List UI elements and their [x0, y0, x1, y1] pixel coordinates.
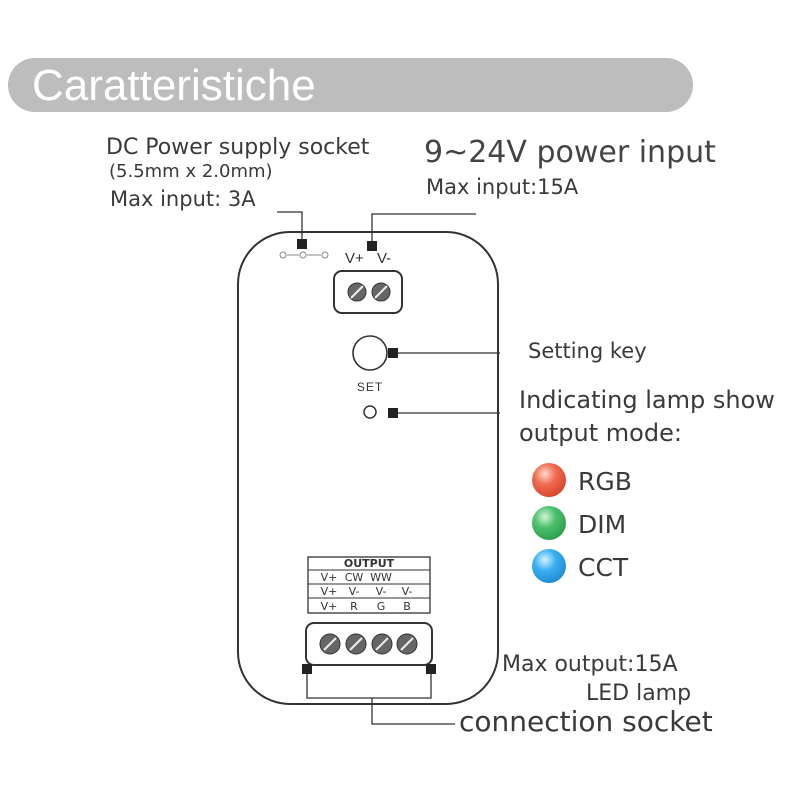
rgb-led-icon	[532, 463, 566, 497]
dim-led-icon	[532, 506, 566, 540]
dc-socket-size: (5.5mm x 2.0mm)	[109, 161, 273, 182]
output-table: OUTPUT V+ CW WW V+ V- V- V- V+ R G B	[307, 556, 431, 614]
output-cell: B	[403, 600, 411, 613]
output-cell: V+	[321, 585, 338, 598]
output-cell: G	[377, 600, 386, 613]
setting-key-label: Setting key	[528, 339, 647, 363]
output-leader	[371, 698, 455, 725]
output-cell: CW	[345, 571, 364, 584]
dc-socket-icon	[279, 251, 329, 259]
page-title: Caratteristiche	[32, 61, 316, 110]
indicator-lamp	[363, 405, 377, 419]
dc-socket-title: DC Power supply socket	[106, 135, 370, 160]
power-input-leader	[371, 213, 476, 242]
controller-body	[237, 231, 499, 705]
output-cell: V-	[349, 585, 360, 598]
output-cell: V-	[376, 585, 387, 598]
set-button-label: SET	[357, 380, 383, 394]
power-input-max: Max input:15A	[426, 175, 579, 199]
set-button	[352, 335, 388, 371]
output-max: Max output:15A	[502, 652, 678, 677]
cct-led-icon	[532, 549, 566, 583]
indicator-label-line2: output mode:	[519, 419, 682, 447]
dc-socket-leader	[277, 211, 303, 240]
output-cell: WW	[370, 571, 392, 584]
terminal-label-vminus: V-	[377, 250, 391, 267]
output-cell: V-	[402, 585, 413, 598]
output-table-header: OUTPUT	[344, 557, 395, 570]
input-terminal-block	[333, 270, 403, 314]
output-cell: V+	[321, 571, 338, 584]
mode-label-cct: CCT	[578, 553, 629, 582]
output-cell: V+	[321, 600, 338, 613]
terminal-label-vplus: V+	[345, 250, 364, 267]
header-banner	[8, 58, 693, 112]
output-cell: R	[350, 600, 358, 613]
output-connection-socket: connection socket	[459, 705, 713, 738]
indicator-label-line1: Indicating lamp show	[519, 386, 775, 414]
output-bracket	[306, 674, 432, 699]
mode-label-rgb: RGB	[578, 467, 632, 496]
output-led-lamp: LED lamp	[586, 681, 692, 706]
dc-socket-max-input: Max input: 3A	[110, 187, 256, 211]
power-input-voltage: 9~24V power input	[424, 135, 716, 170]
mode-label-dim: DIM	[578, 510, 627, 539]
output-terminal-block	[305, 622, 433, 666]
